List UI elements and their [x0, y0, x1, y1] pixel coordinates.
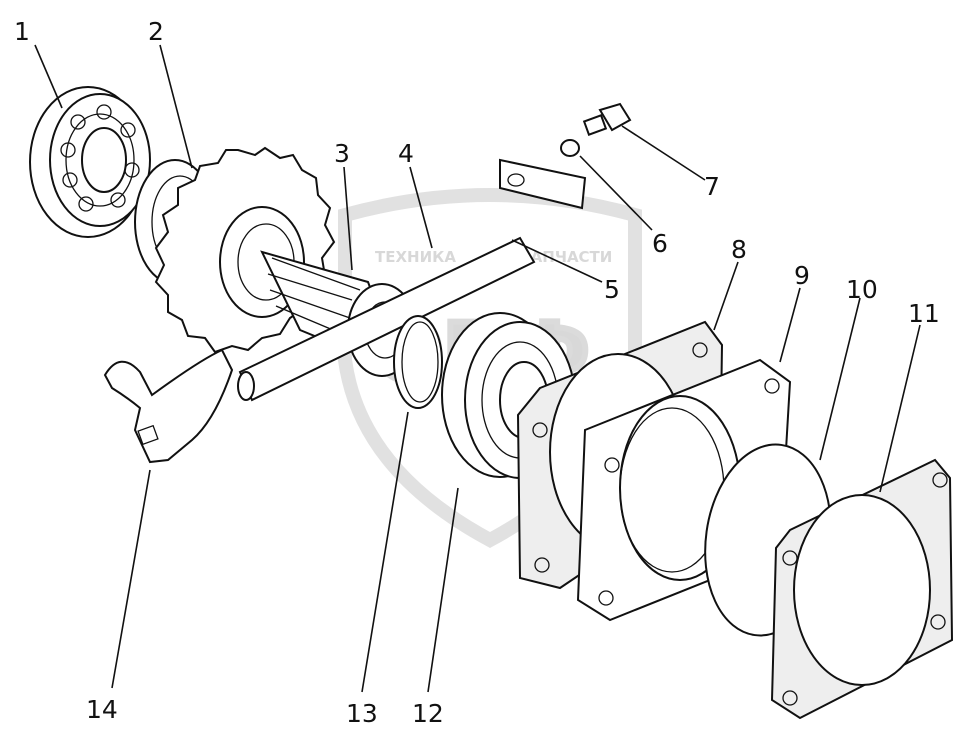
- callout-11: 11: [908, 299, 940, 328]
- part-4-shaft: [237, 158, 587, 402]
- callout-2: 2: [148, 17, 164, 46]
- callout-3: 3: [334, 139, 350, 168]
- callout-14: 14: [86, 695, 118, 724]
- callout-1: 1: [14, 17, 30, 46]
- callout-12: 12: [412, 699, 444, 728]
- callout-8: 8: [731, 235, 747, 264]
- callout-13: 13: [346, 699, 378, 728]
- callout-5: 5: [604, 275, 620, 304]
- callout-10: 10: [846, 275, 878, 304]
- part-6-spring-washer: [560, 139, 580, 157]
- leader-lines: [34, 44, 921, 693]
- callout-labels: 1 2 3 4 5 6 7 8 9 10 11 12 13 14: [14, 17, 940, 728]
- watermark-right-text: ЗАПЧАСТИ: [520, 248, 612, 266]
- watermark-left-text: ТЕХНИКА: [375, 248, 456, 266]
- part-13-snap-ring: [393, 315, 443, 409]
- part-14-shift-fork: [103, 348, 234, 464]
- callout-9: 9: [794, 261, 810, 290]
- part-7-bolt: [582, 102, 632, 136]
- callout-4: 4: [398, 139, 414, 168]
- part-1-ball-bearing: [29, 86, 151, 238]
- callout-6: 6: [652, 229, 668, 258]
- part-11-gasket: [770, 458, 954, 720]
- callout-7: 7: [704, 172, 720, 201]
